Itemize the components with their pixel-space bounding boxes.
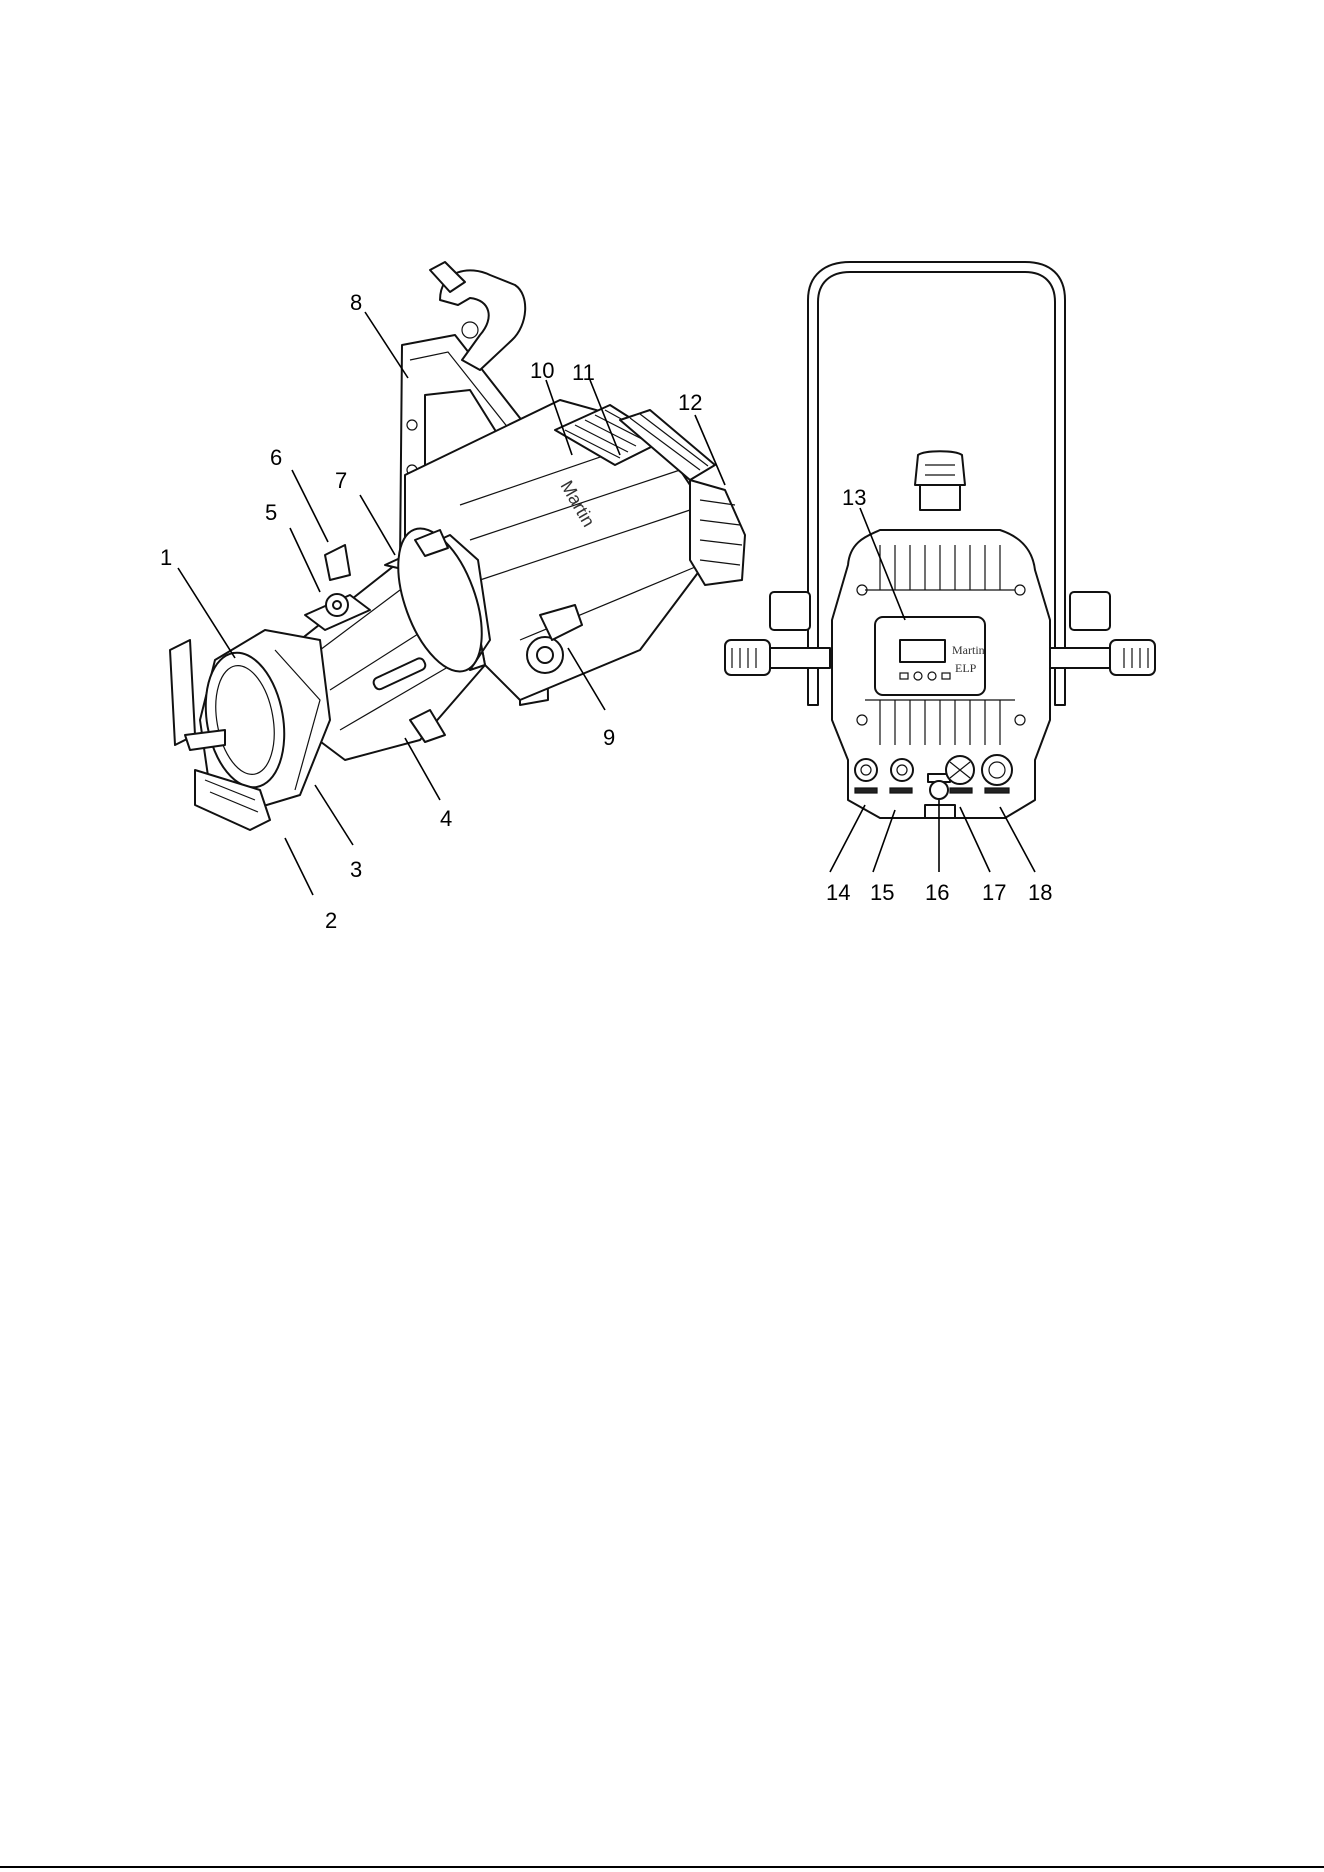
- rear-cap: [690, 480, 745, 585]
- callout-9: 9: [603, 725, 615, 750]
- callout-16: 16: [925, 880, 949, 905]
- callout-12: 12: [678, 390, 702, 415]
- callout-14: 14: [826, 880, 850, 905]
- callout-4: 4: [440, 806, 452, 831]
- callout-1: 1: [160, 545, 172, 570]
- callout-3: 3: [350, 857, 362, 882]
- callout-18: 18: [1028, 880, 1052, 905]
- callout-13: 13: [842, 485, 866, 510]
- callout-11: 11: [572, 360, 595, 385]
- callout-10: 10: [530, 358, 554, 383]
- side-view-fixture: Martin: [170, 262, 745, 830]
- callout-17: 17: [982, 880, 1006, 905]
- connector-18: [982, 755, 1012, 785]
- callout-8: 8: [350, 290, 362, 315]
- frame-slot: [325, 545, 350, 580]
- callout-15: 15: [870, 880, 894, 905]
- callout-2: 2: [325, 908, 337, 933]
- rear-view-fixture: Martin ELP: [725, 262, 1155, 818]
- rear-model-text: ELP: [955, 661, 977, 675]
- fixture-diagram: Martin: [0, 0, 1324, 1000]
- callout-7: 7: [335, 468, 347, 493]
- connector-15: [891, 759, 913, 781]
- control-panel: Martin ELP: [875, 617, 985, 695]
- page-bottom-rule: [0, 1866, 1324, 1868]
- callout-5: 5: [265, 500, 277, 525]
- rear-logo-text: Martin: [952, 643, 985, 657]
- callout-6: 6: [270, 445, 282, 470]
- connector-14: [855, 759, 877, 781]
- display-screen: [900, 640, 945, 662]
